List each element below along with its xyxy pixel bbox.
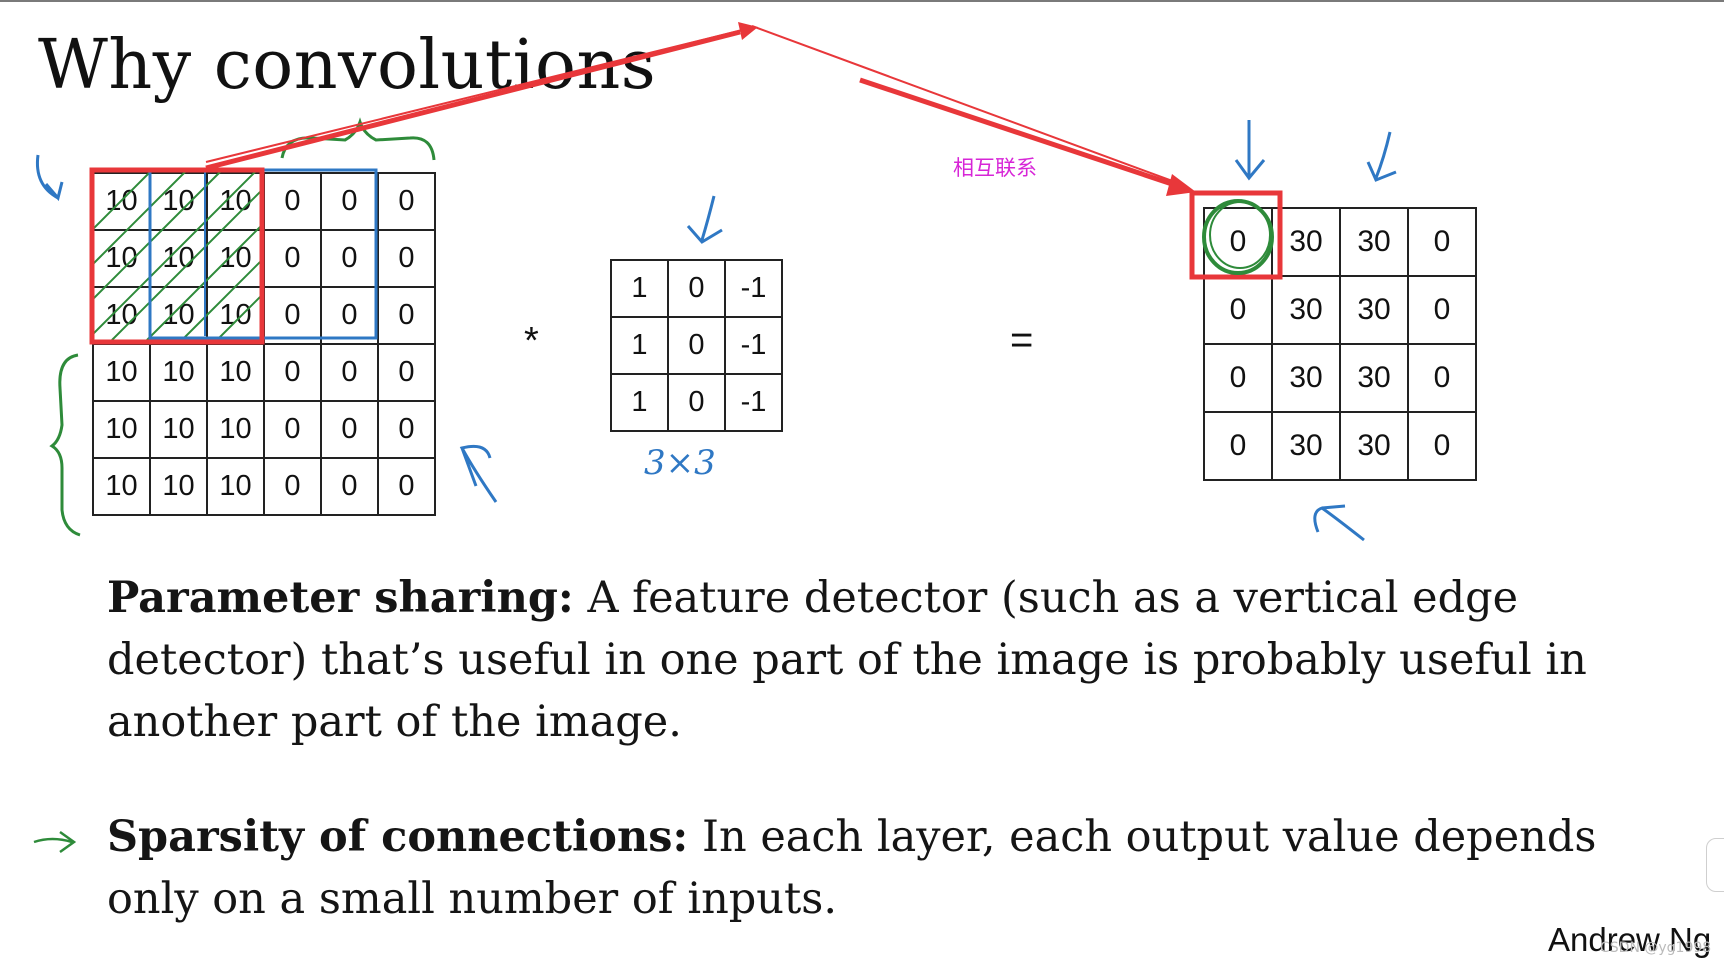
output-matrix-cell: 30 [1271,207,1341,277]
filter-matrix-cell: 1 [610,259,669,318]
input-matrix-cell: 10 [206,457,265,516]
input-matrix-cell: 10 [149,400,208,459]
input-matrix-cell: 0 [263,457,322,516]
sparsity-body: In each layer, each output value depends… [107,812,1597,924]
green-circle-icon [1202,199,1274,275]
green-hatching [92,172,260,340]
output-matrix-cell: 30 [1339,411,1409,481]
input-matrix-cell: 0 [377,286,436,345]
parameter-sharing-body: A feature detector (such as a vertical e… [107,573,1587,747]
filter-matrix-cell: 1 [610,316,669,375]
blue-arrow-filter-icon [686,195,723,244]
blue-arrow-left-icon [35,154,64,202]
input-matrix-cell: 10 [92,400,151,459]
input-matrix-cell: 10 [92,229,151,288]
red-arrowhead-top-icon [738,22,758,40]
input-matrix-cell: 10 [206,229,265,288]
input-matrix-cell: 0 [320,229,379,288]
slide-title: Why convolutions [38,26,657,105]
red-arrowhead-right-icon [1166,174,1196,196]
sparsity-paragraph: Sparsity of connections: In each layer, … [107,806,1637,930]
input-matrix-cell: 0 [320,172,379,231]
blue-arrow-curl-icon [459,444,498,503]
green-arrow-icon [33,830,77,854]
filter-matrix-cell: -1 [724,259,783,318]
output-matrix-cell: 30 [1271,411,1341,481]
input-matrix-cell: 0 [263,229,322,288]
blue-arrow-bottom-icon [1313,504,1365,542]
input-matrix-cell: 0 [377,343,436,402]
input-matrix-cell: 0 [263,172,322,231]
top-border [0,0,1724,2]
output-matrix-cell: 0 [1407,343,1477,413]
parameter-sharing-paragraph: Parameter sharing: A feature detector (s… [107,567,1637,753]
input-matrix-cell: 10 [149,343,208,402]
output-matrix-cell: 0 [1203,343,1273,413]
input-matrix-cell: 0 [320,343,379,402]
blue-arrow-output2-icon [1366,131,1397,182]
author-credit: Andrew Ng [1548,921,1712,958]
filter-matrix-cell: 0 [667,316,726,375]
input-matrix-cell: 10 [206,286,265,345]
input-matrix-cell: 0 [377,457,436,516]
input-matrix-cell: 10 [206,400,265,459]
output-matrix-cell: 30 [1339,343,1409,413]
output-matrix-cell: 0 [1203,275,1273,345]
output-matrix-cell: 0 [1407,207,1477,277]
input-matrix-cell: 0 [320,457,379,516]
input-matrix-cell: 0 [263,286,322,345]
filter-matrix-cell: -1 [724,373,783,432]
input-matrix-cell: 10 [92,343,151,402]
output-matrix-cell: 30 [1339,207,1409,277]
side-scroll-tab[interactable] [1706,838,1724,892]
input-matrix-cell: 10 [92,457,151,516]
filter-matrix-cell: 0 [667,373,726,432]
output-matrix-cell: 30 [1271,275,1341,345]
red-input-highlight [89,167,265,345]
input-matrix-cell: 0 [320,400,379,459]
output-matrix-cell: 0 [1407,411,1477,481]
sparsity-heading: Sparsity of connections: [107,812,689,862]
output-matrix-cell: 30 [1339,275,1409,345]
input-matrix-cell: 10 [149,457,208,516]
parameter-sharing-heading: Parameter sharing: [107,573,574,623]
input-matrix-cell: 0 [377,172,436,231]
output-matrix-cell: 30 [1271,343,1341,413]
output-matrix-cell: 0 [1203,411,1273,481]
input-matrix-cell: 10 [206,343,265,402]
blue-arrow-output1-icon [1234,120,1266,181]
annotation-chinese-note: 相互联系 [953,156,1037,180]
filter-matrix-cell: 0 [667,259,726,318]
green-brace-left [49,353,81,537]
input-matrix-cell: 0 [377,229,436,288]
watermark: CSDN @yg1998 [1600,940,1712,956]
input-matrix-cell: 0 [263,400,322,459]
output-matrix-cell: 0 [1407,275,1477,345]
filter-size-label: 3×3 [644,443,716,483]
filter-matrix-cell: 1 [610,373,669,432]
input-matrix-cell: 0 [377,400,436,459]
convolution-operator: * [524,320,539,362]
input-matrix-cell: 0 [263,343,322,402]
red-output-highlight [1189,190,1283,280]
equals-sign: = [1010,318,1034,362]
filter-matrix-cell: -1 [724,316,783,375]
